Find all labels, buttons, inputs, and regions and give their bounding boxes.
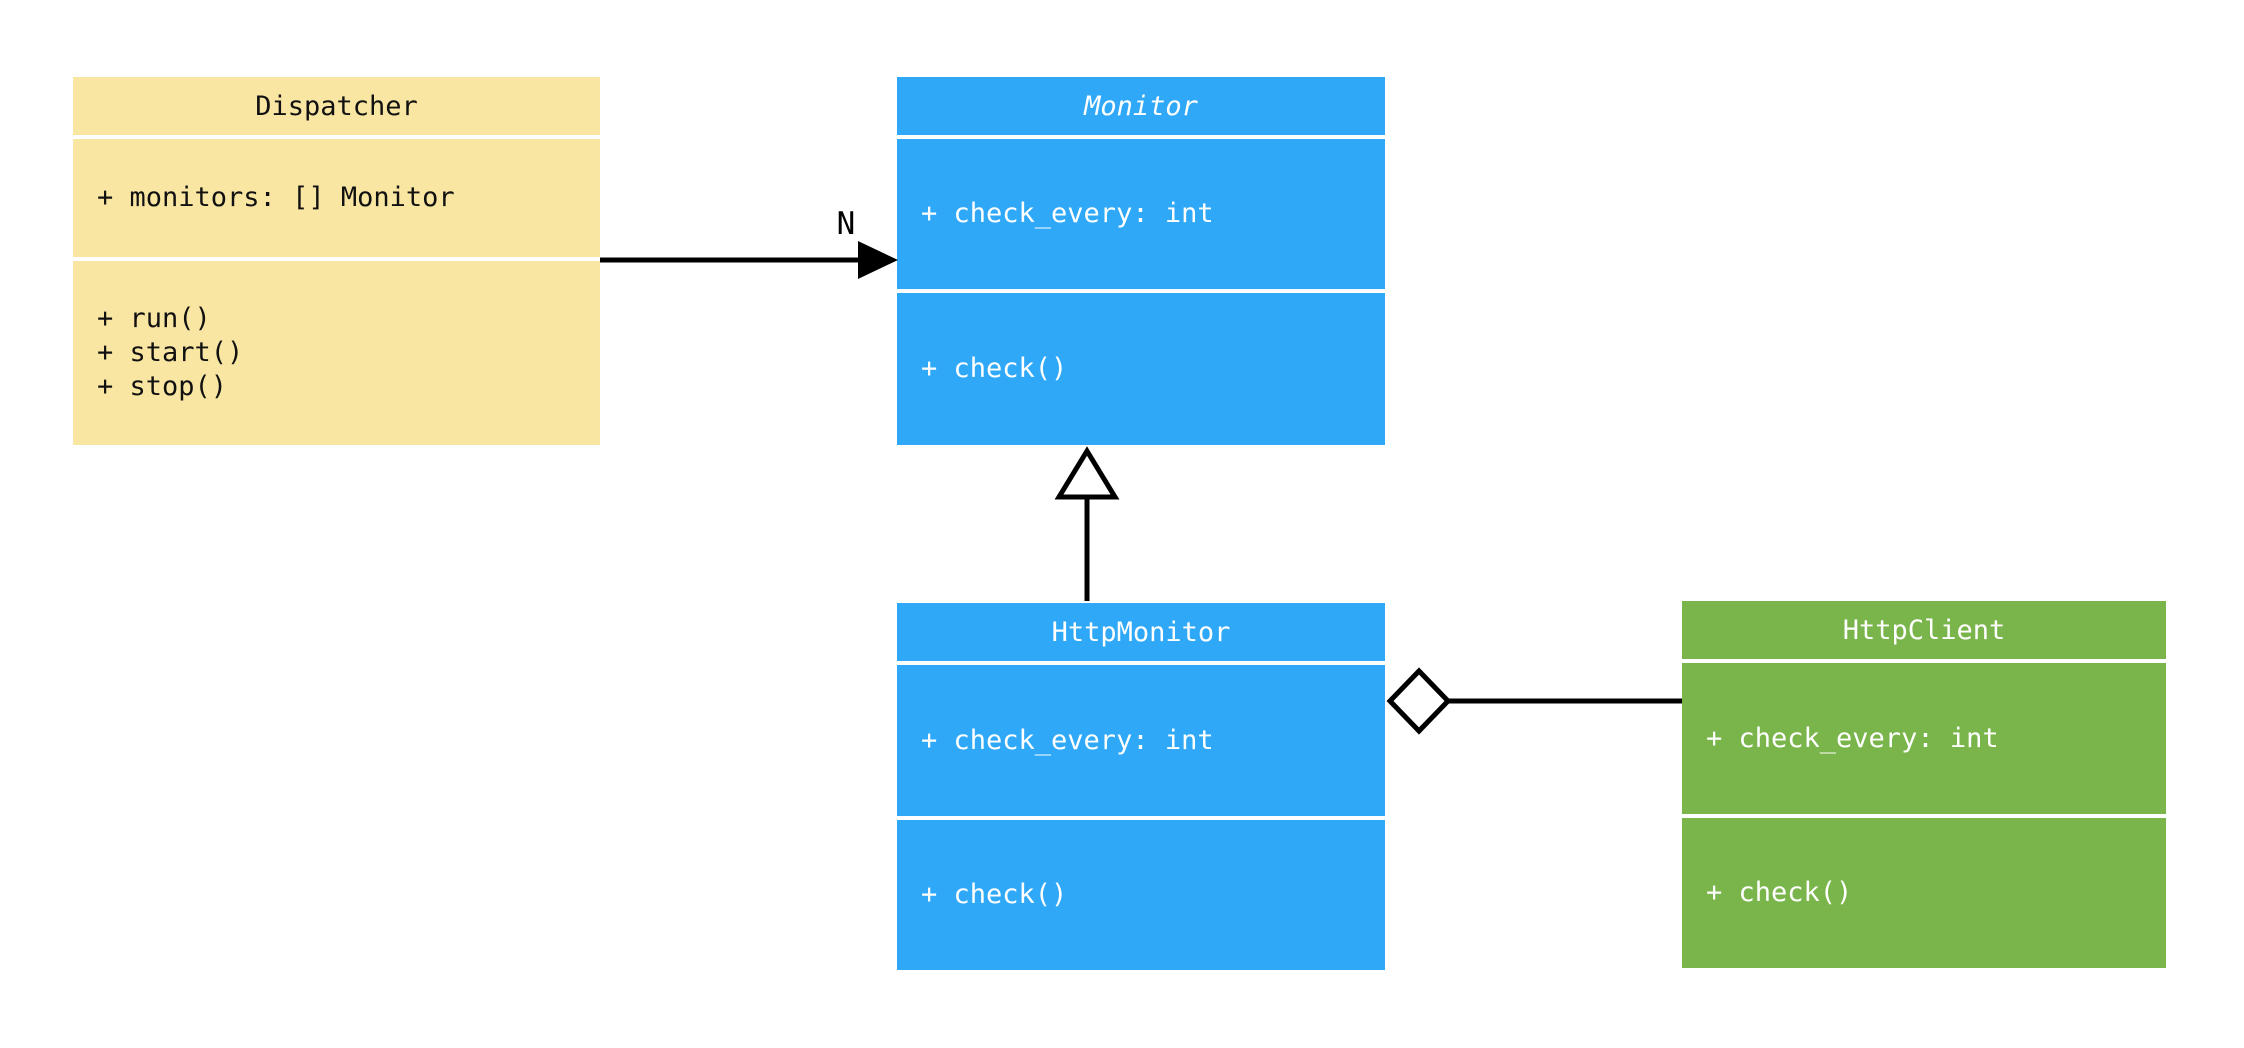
hollow-triangle-icon: [1054, 446, 1120, 500]
class-httpmonitor-methods: + check(): [897, 820, 1385, 970]
class-monitor-title: Monitor: [897, 77, 1385, 135]
class-monitor-attributes: + check_every: int: [897, 139, 1385, 289]
attribute-line: + check_every: int: [921, 724, 1214, 756]
attribute-line: + monitors: [] Monitor: [97, 182, 455, 213]
class-httpclient-methods: + check(): [1682, 818, 2166, 968]
aggregation-connector: [1386, 667, 1682, 735]
class-dispatcher: Dispatcher + monitors: [] Monitor + run(…: [73, 77, 600, 445]
class-httpclient-attributes: + check_every: int: [1682, 663, 2166, 814]
method-line: + stop(): [97, 371, 228, 402]
class-dispatcher-title: Dispatcher: [73, 77, 600, 135]
class-httpmonitor-title: HttpMonitor: [897, 603, 1385, 661]
hollow-diamond-icon: [1386, 667, 1452, 735]
method-line: + run(): [97, 303, 211, 334]
class-httpclient: HttpClient + check_every: int + check(): [1682, 601, 2166, 968]
method-line: + check(): [921, 353, 1068, 384]
class-monitor: Monitor + check_every: int + check(): [897, 77, 1385, 445]
attribute-line: + check_every: int: [1706, 722, 1999, 754]
multiplicity-label: N: [836, 206, 856, 242]
method-line: + check(): [1706, 877, 1853, 908]
inheritance-arrow: [1054, 446, 1120, 601]
class-dispatcher-attributes: + monitors: [] Monitor: [73, 139, 600, 257]
association-arrow: [600, 241, 898, 279]
class-httpclient-title: HttpClient: [1682, 601, 2166, 659]
class-httpmonitor-attributes: + check_every: int: [897, 665, 1385, 816]
arrowhead-icon: [858, 241, 898, 279]
class-monitor-methods: + check(): [897, 293, 1385, 445]
class-dispatcher-methods: + run() + start() + stop(): [73, 261, 600, 445]
method-line: + check(): [921, 879, 1068, 910]
class-httpmonitor: HttpMonitor + check_every: int + check(): [897, 603, 1385, 970]
method-line: + start(): [97, 337, 244, 368]
attribute-line: + check_every: int: [921, 198, 1214, 229]
